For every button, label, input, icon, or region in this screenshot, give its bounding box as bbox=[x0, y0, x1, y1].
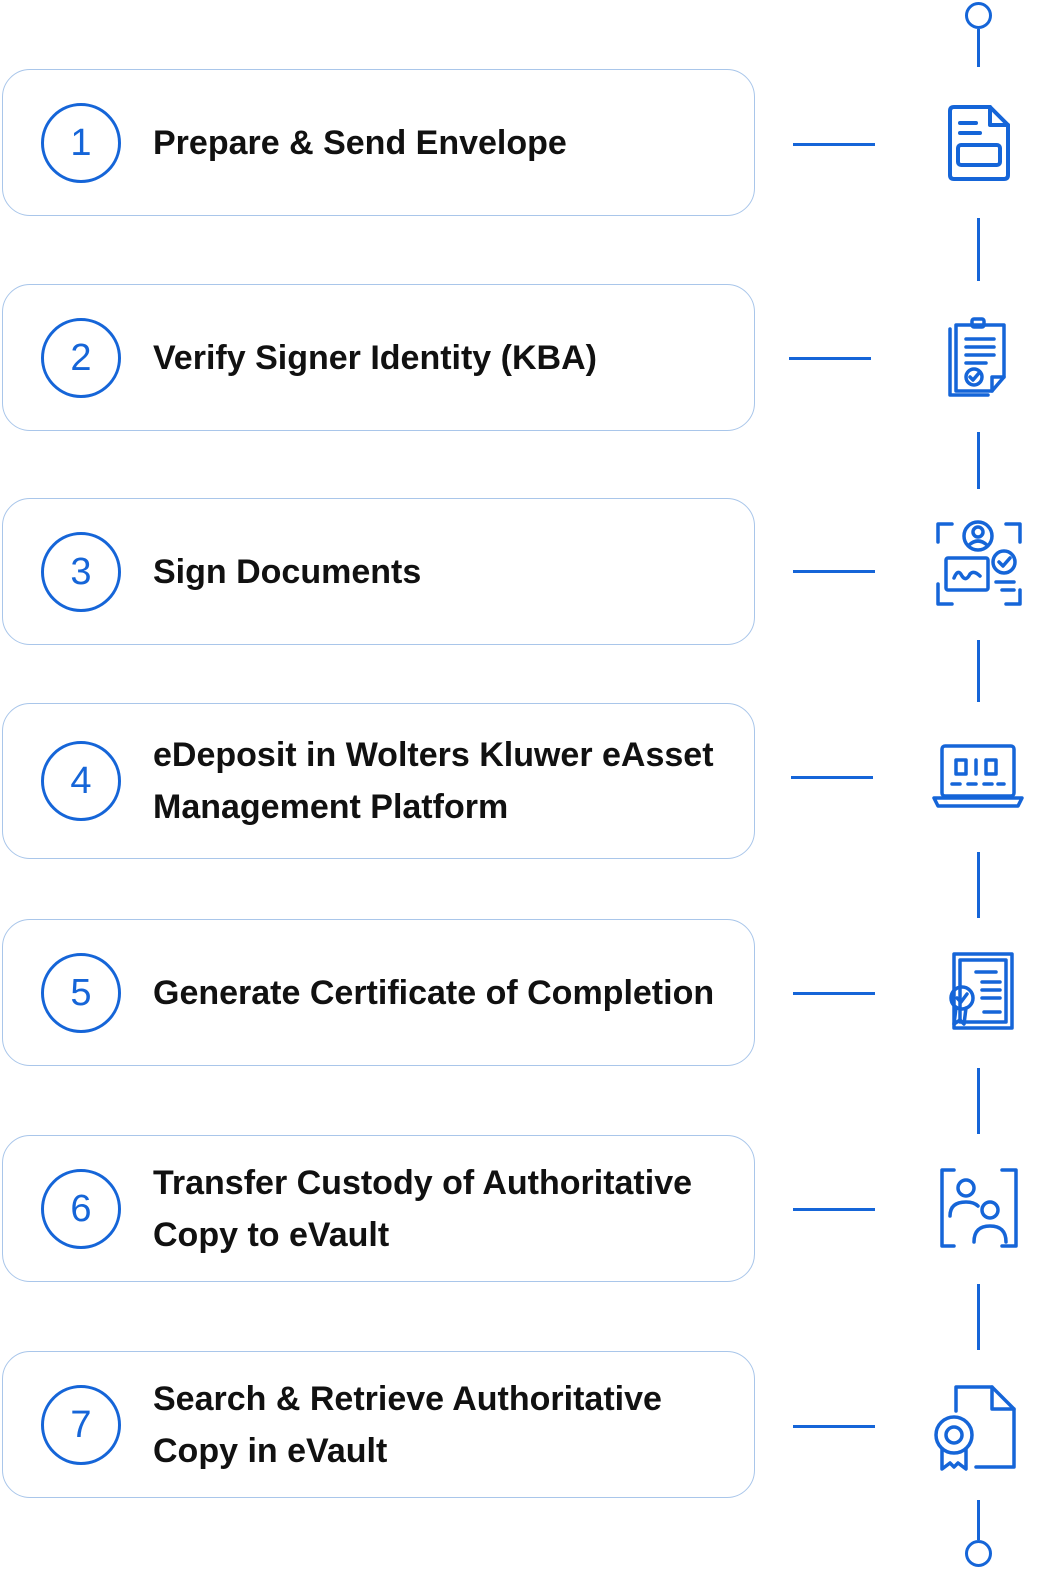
step-connector bbox=[791, 776, 873, 779]
timeline-line bbox=[977, 29, 980, 67]
step-label: Transfer Custody of Authoritative Copy t… bbox=[153, 1163, 693, 1254]
users-transfer-icon bbox=[928, 1158, 1028, 1258]
identity-signature-scan-icon bbox=[928, 512, 1028, 612]
step-number: 2 bbox=[41, 317, 121, 398]
timeline-line bbox=[977, 432, 980, 489]
step-connector bbox=[789, 357, 871, 360]
step-card-5: 5 Generate Certificate of Completion bbox=[2, 919, 755, 1066]
step-number: 5 bbox=[41, 952, 121, 1033]
timeline-end-node bbox=[965, 1540, 992, 1567]
step-connector bbox=[793, 143, 875, 146]
step-label: Sign Documents bbox=[153, 552, 422, 591]
step-number: 3 bbox=[41, 531, 121, 612]
timeline-line bbox=[977, 1068, 980, 1134]
step-number: 4 bbox=[41, 741, 121, 821]
step-card-7: 7 Search & Retrieve Authoritative Copy i… bbox=[2, 1351, 755, 1498]
checklist-clipboard-icon bbox=[928, 307, 1028, 407]
certified-document-icon bbox=[928, 1375, 1028, 1475]
step-connector bbox=[793, 1208, 875, 1211]
timeline-line bbox=[977, 218, 980, 281]
laptop-data-icon bbox=[928, 726, 1028, 826]
step-label: Verify Signer Identity (KBA) bbox=[153, 338, 597, 377]
timeline-start-node bbox=[965, 2, 992, 29]
step-label: Prepare & Send Envelope bbox=[153, 123, 567, 162]
timeline-line bbox=[977, 852, 980, 918]
timeline-line bbox=[977, 640, 980, 702]
step-number: 1 bbox=[41, 102, 121, 183]
timeline-line bbox=[977, 1284, 980, 1350]
step-card-1: 1 Prepare & Send Envelope bbox=[2, 69, 755, 216]
step-number: 7 bbox=[41, 1384, 121, 1465]
step-connector bbox=[793, 1425, 875, 1428]
step-card-2: 2 Verify Signer Identity (KBA) bbox=[2, 284, 755, 431]
step-card-4: 4 eDeposit in Wolters Kluwer eAsset Mana… bbox=[2, 703, 755, 859]
certificate-icon bbox=[928, 942, 1028, 1042]
step-card-3: 3 Sign Documents bbox=[2, 498, 755, 645]
step-card-6: 6 Transfer Custody of Authoritative Copy… bbox=[2, 1135, 755, 1282]
step-label: eDeposit in Wolters Kluwer eAsset Manage… bbox=[153, 736, 714, 826]
step-label: Search & Retrieve Authoritative Copy in … bbox=[153, 1379, 662, 1470]
step-label: Generate Certificate of Completion bbox=[153, 973, 715, 1012]
timeline-line bbox=[977, 1500, 980, 1540]
step-number: 6 bbox=[41, 1168, 121, 1249]
document-icon bbox=[928, 93, 1028, 193]
step-connector bbox=[793, 992, 875, 995]
step-connector bbox=[793, 570, 875, 573]
